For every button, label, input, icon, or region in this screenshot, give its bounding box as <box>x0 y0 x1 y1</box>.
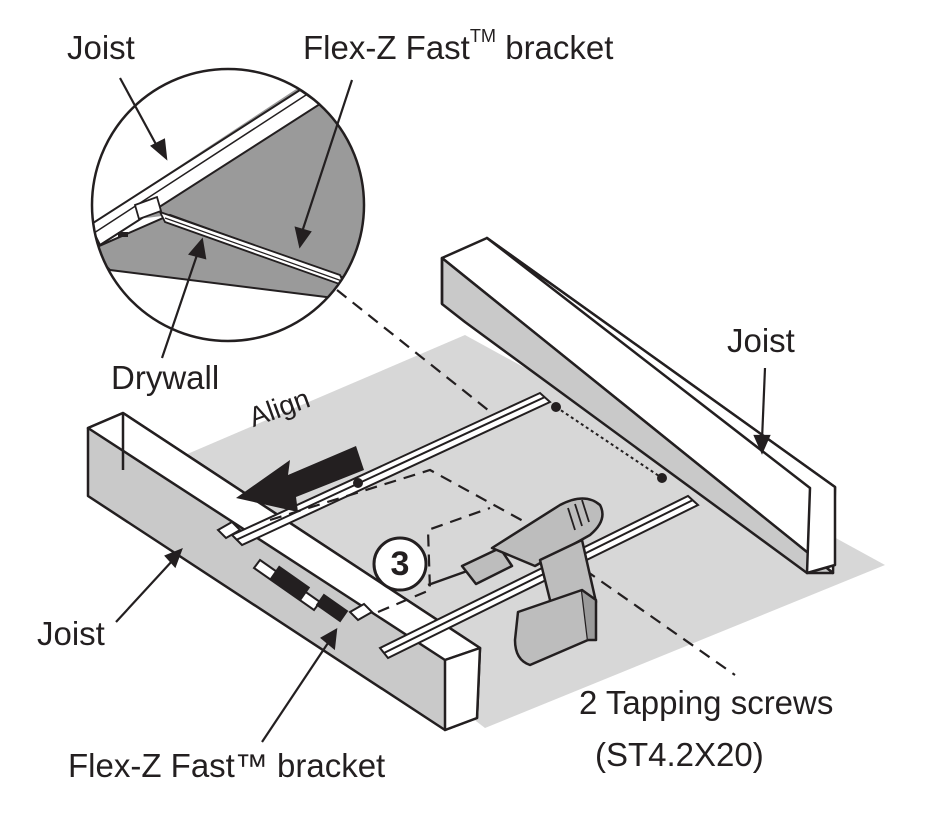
label-flex-top-suffix: bracket <box>496 29 614 66</box>
align-arrow-icon <box>236 446 364 512</box>
detail-view <box>90 67 366 343</box>
label-screw-spec: (ST4.2X20) <box>595 736 764 773</box>
label-flex-z-bracket-bottom: Flex-Z Fast™ bracket <box>68 747 386 784</box>
trademark-mark: TM <box>469 26 497 47</box>
label-flex-top-name: Flex-Z Fast <box>303 29 470 66</box>
label-flex-z-bracket-top: Flex-Z FastTM bracket <box>303 27 614 66</box>
drill-icon <box>427 497 604 667</box>
leader-arrows <box>115 77 771 743</box>
guide-lines <box>269 289 736 676</box>
label-joist-right: Joist <box>727 322 795 359</box>
label-tapping-screws: 2 Tapping screws <box>579 684 834 721</box>
label-drywall: Drywall <box>111 359 220 396</box>
joist-right <box>440 236 837 575</box>
step-number: 3 <box>390 545 410 583</box>
label-joist-left: Joist <box>37 615 105 652</box>
label-joist-top: Joist <box>67 29 135 66</box>
step-circle <box>372 536 428 592</box>
